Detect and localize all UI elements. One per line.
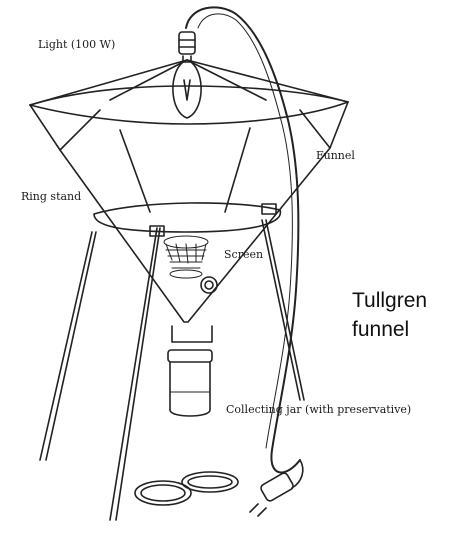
- plug: [250, 460, 303, 516]
- funnel-label: Funnel: [316, 149, 355, 162]
- collecting-jar: [168, 350, 212, 416]
- spare-lids: [135, 472, 238, 505]
- screen-label: Screen: [224, 248, 263, 261]
- screen: [164, 236, 208, 278]
- title-line-2: funnel: [352, 315, 427, 344]
- diagram-title: Tullgren funnel: [352, 286, 427, 344]
- funnel-cone: [30, 102, 348, 342]
- ring-stand-label: Ring stand: [21, 190, 81, 203]
- title-line-1: Tullgren: [352, 286, 427, 315]
- light-bulb: [173, 32, 201, 118]
- collecting-jar-label: Collecting jar (with preservative): [226, 403, 411, 416]
- light-label: Light (100 W): [38, 38, 115, 51]
